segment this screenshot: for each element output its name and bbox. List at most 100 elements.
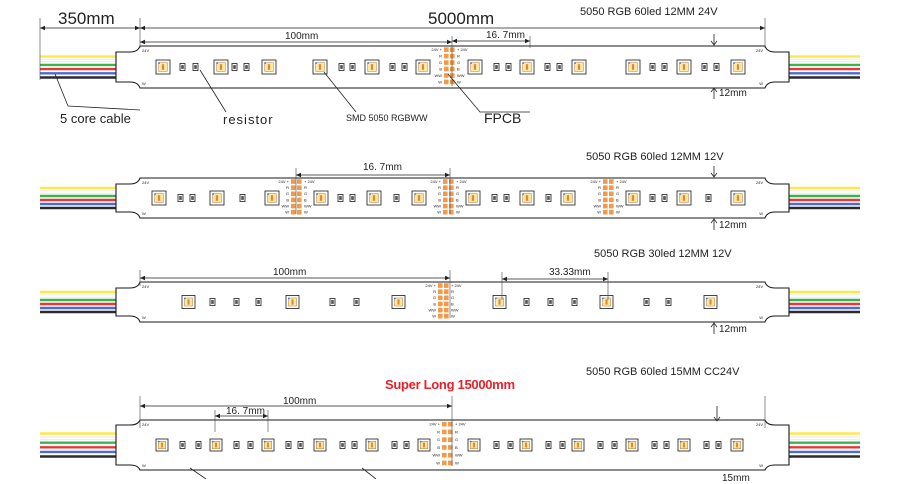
strip4-dim-pitch-line-arrow [215, 413, 220, 419]
strip1-led-die [682, 64, 686, 70]
strip1-resistor-body [495, 65, 498, 69]
strip4-pad-column-pad [448, 460, 453, 466]
strip2-dim-pitch-line-arrow [445, 172, 450, 178]
strip3-resistor-body [549, 300, 552, 304]
strip1-resistor-body [391, 65, 394, 69]
strip2-end-label: 24V [756, 180, 763, 185]
strip2-pad-column-pad [603, 209, 608, 215]
strip4-led-dot [627, 440, 630, 443]
strip2-led-dot [468, 193, 470, 195]
strip4-led-die [736, 442, 738, 448]
strip4-pad-column-pad-label: R [455, 429, 458, 434]
strip4-end-label: 24V [142, 422, 149, 427]
strip2-led-die [270, 195, 274, 201]
strip1-dim-segment-line-arrow [447, 39, 452, 45]
strip3-resistor-body [257, 300, 260, 304]
strip4-led-dot [732, 440, 735, 443]
strip1-resistor-body [181, 65, 184, 69]
strip2-pad-column-pad [443, 203, 448, 209]
strip2-pad-column-pad-label: R [616, 185, 619, 190]
strip2-pad-column-pad-label: R [456, 185, 459, 190]
strip4-pad-column-pad-label: + 24V [455, 422, 466, 427]
strip4-spec: 5050 RGB 60led 15MM CC24V [586, 366, 740, 378]
strip2-resistor-body [493, 196, 496, 200]
strip4-resistor-body [353, 443, 356, 447]
strip4-resistor-body [717, 443, 720, 447]
strip3-resistor-body [355, 300, 358, 304]
strip1-pad-column-pad [444, 53, 449, 59]
strip2-led-dot [414, 193, 416, 195]
strip4-led-die [215, 442, 217, 448]
strip1-resistor-body [403, 65, 406, 69]
strip2-end-label: W [759, 211, 763, 216]
strip4-led-dot [521, 440, 524, 443]
strip3-pad-column-pad [444, 283, 449, 288]
strip4-resistor-body [197, 443, 200, 447]
strip3-led-dot [183, 297, 186, 300]
strip4-resistor-body [705, 443, 708, 447]
strip2-resistor-body [395, 196, 398, 200]
strip3-led-die [709, 299, 712, 305]
strip2-led-dot [212, 193, 214, 195]
strip3-pad-column-pad-label: W [451, 314, 455, 319]
strip4-resistor-body [599, 443, 602, 447]
strip4-pad-column-pad-label: WW [455, 453, 463, 458]
strip2-width-arrow-bottom [710, 218, 718, 230]
strip1-width-arrow-top [710, 34, 718, 46]
strip1-led-die [577, 64, 581, 70]
strip2-dim-pitch: 16. 7mm [363, 162, 402, 173]
strip2-pad-column-pad [603, 203, 608, 209]
strip2-pad-column-pad [291, 197, 296, 203]
strip2-end-label: 24V [142, 180, 149, 185]
strip1-spec: 5050 RGB 60led 12MM 24V [580, 6, 718, 18]
leader-smd [323, 71, 357, 113]
strip4-led-dot [263, 440, 266, 443]
strip3-pad-column-pad [444, 307, 449, 313]
strip4-led-dot [573, 440, 576, 443]
strip2-led-dot [154, 193, 156, 195]
strip2-pad-column-pad [443, 185, 448, 190]
strip1-led-dot [315, 62, 317, 64]
strip1-pad-column-pad-label: G [439, 60, 442, 65]
strip2-pad-column-pad [443, 191, 448, 197]
strip2-pad-column-pad [603, 197, 608, 203]
strip1-pad-column-pad-label: R [457, 54, 460, 59]
strip4-pad-column-pad [448, 437, 453, 442]
strip3-resistor-body [235, 300, 238, 304]
strip1-dim-pitch-line-arrow [452, 38, 457, 44]
strip1-end-label: W [759, 81, 763, 86]
strip2-width: 12mm [719, 220, 747, 231]
strip3-pad-column-pad [438, 283, 443, 288]
strip1-pad-column-pad-label: W [438, 79, 442, 84]
strip4-led-dot [157, 440, 160, 443]
strip3-end-label: W [759, 315, 763, 320]
strip3-dim-pitch-line-arrow [502, 276, 507, 282]
strip1-end-label: 24V [756, 48, 763, 53]
strip4-led-die [371, 442, 373, 448]
strip1-dim-cable-line-arrow [40, 25, 45, 31]
strip1-resistor-body [351, 65, 354, 69]
strip4-led-die [267, 442, 269, 448]
strip1-pad-column-pad-label: WW [434, 73, 442, 78]
strip2-pad-column-pad [609, 179, 614, 184]
strip2-pad-column-pad-label: WW [593, 203, 601, 208]
strip1-resistor-body [703, 65, 706, 69]
strip1-dim-total-line-arrow [140, 25, 145, 31]
strip4-body [115, 419, 790, 471]
strip1-led-die [473, 64, 477, 70]
strip3-pad-column-pad [444, 313, 449, 319]
strip1-led-die [161, 64, 165, 70]
strip3-led-dot [287, 297, 290, 300]
strip4-pad-column-pad [448, 421, 453, 427]
strip2-pad-column-pad-label: W [304, 210, 308, 215]
strip4-led-dot [211, 440, 214, 443]
strip3-pad-column-pad [444, 289, 449, 294]
strip3-pad-column-pad [438, 301, 443, 307]
strip3-end-label: 24V [756, 284, 763, 289]
strip1-resistor-body [546, 65, 549, 69]
strip1-dim-segment-line-arrow [140, 39, 145, 45]
strip1-pad-column-pad-label: B [457, 66, 460, 71]
strip2-pad-column-pad [291, 191, 296, 197]
